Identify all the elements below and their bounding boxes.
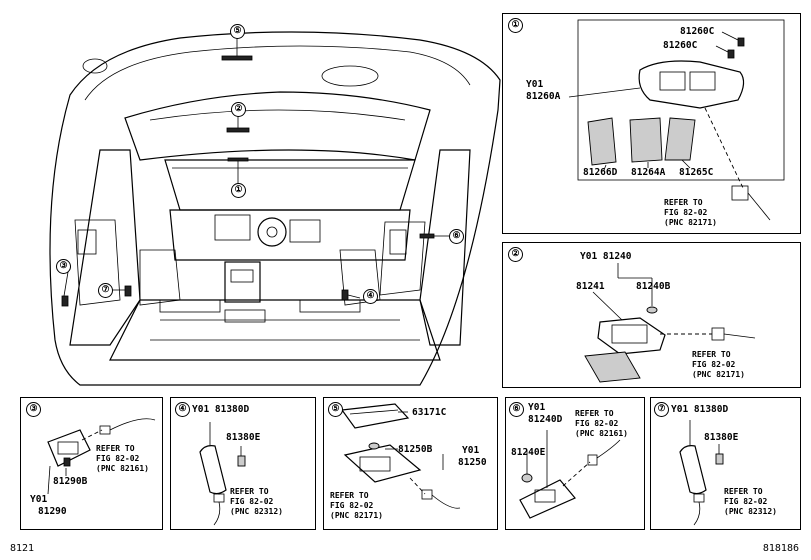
panel-5-number: ⑤ (328, 402, 343, 417)
callout-7[interactable]: ⑦ (98, 283, 113, 298)
detail-panel-7 (650, 397, 801, 530)
callout-6[interactable]: ⑥ (449, 229, 464, 244)
part-81260c-top[interactable]: 81260C (680, 26, 715, 37)
part-81260a[interactable]: 81260A (526, 91, 561, 102)
refer-panel-4[interactable]: REFER TO FIG 82-02 (PNC 82312) (230, 487, 283, 516)
panel-2-number: ② (508, 247, 523, 262)
part-81241[interactable]: 81241 (576, 281, 605, 292)
detail-panel-3 (20, 397, 163, 530)
detail-panel-1 (502, 13, 801, 234)
part-y01-panel-1[interactable]: Y01 (526, 79, 544, 90)
detail-panel-6 (505, 397, 645, 530)
part-63171c[interactable]: 63171C (412, 407, 447, 418)
part-81240e[interactable]: 81240E (511, 447, 546, 458)
detail-panel-5 (323, 397, 498, 530)
refer-panel-7[interactable]: REFER TO FIG 82-02 (PNC 82312) (724, 487, 777, 516)
part-81380e-panel-4[interactable]: 81380E (226, 432, 261, 443)
callout-5[interactable]: ⑤ (230, 24, 245, 39)
part-81240d[interactable]: 81240D (528, 414, 563, 425)
part-y01-81380d-panel-7[interactable]: Y01 81380D (671, 404, 729, 415)
part-81380e-panel-7[interactable]: 81380E (704, 432, 739, 443)
refer-panel-1[interactable]: REFER TO FIG 82-02 (PNC 82171) (664, 198, 717, 227)
detail-panel-2 (502, 242, 801, 388)
part-81260c-lower[interactable]: 81260C (663, 40, 698, 51)
figure-number: 8121 (10, 543, 35, 554)
part-y01-81240[interactable]: Y01 81240 (580, 251, 632, 262)
part-81290[interactable]: 81290 (38, 506, 67, 517)
callout-4[interactable]: ④ (363, 289, 378, 304)
panel-7-number: ⑦ (654, 402, 669, 417)
part-81264a[interactable]: 81264A (631, 167, 666, 178)
part-y01-panel-6[interactable]: Y01 (528, 402, 546, 413)
illustration-id: 818186 (762, 543, 799, 554)
part-81266d[interactable]: 81266D (583, 167, 618, 178)
refer-panel-5[interactable]: REFER TO FIG 82-02 (PNC 82171) (330, 491, 383, 520)
panel-4-number: ④ (175, 402, 190, 417)
panel-6-number: ⑥ (509, 402, 524, 417)
part-81290b[interactable]: 81290B (53, 476, 88, 487)
part-81250[interactable]: 81250 (458, 457, 487, 468)
detail-panel-4 (170, 397, 316, 530)
part-81265c[interactable]: 81265C (679, 167, 714, 178)
refer-panel-2[interactable]: REFER TO FIG 82-02 (PNC 82171) (692, 350, 745, 379)
panel-1-number: ① (508, 18, 523, 33)
part-y01-panel-5[interactable]: Y01 (462, 445, 480, 456)
callout-1[interactable]: ① (231, 183, 246, 198)
part-81250b[interactable]: 81250B (398, 444, 433, 455)
callout-3[interactable]: ③ (56, 259, 71, 274)
refer-panel-3[interactable]: REFER TO FIG 82-02 (PNC 82161) (96, 444, 149, 473)
callout-2[interactable]: ② (231, 102, 246, 117)
part-y01-panel-3[interactable]: Y01 (30, 494, 48, 505)
panel-3-number: ③ (26, 402, 41, 417)
refer-panel-6[interactable]: REFER TO FIG 82-02 (PNC 82161) (575, 409, 628, 438)
part-y01-81380d-panel-4[interactable]: Y01 81380D (192, 404, 250, 415)
part-81240b[interactable]: 81240B (636, 281, 671, 292)
